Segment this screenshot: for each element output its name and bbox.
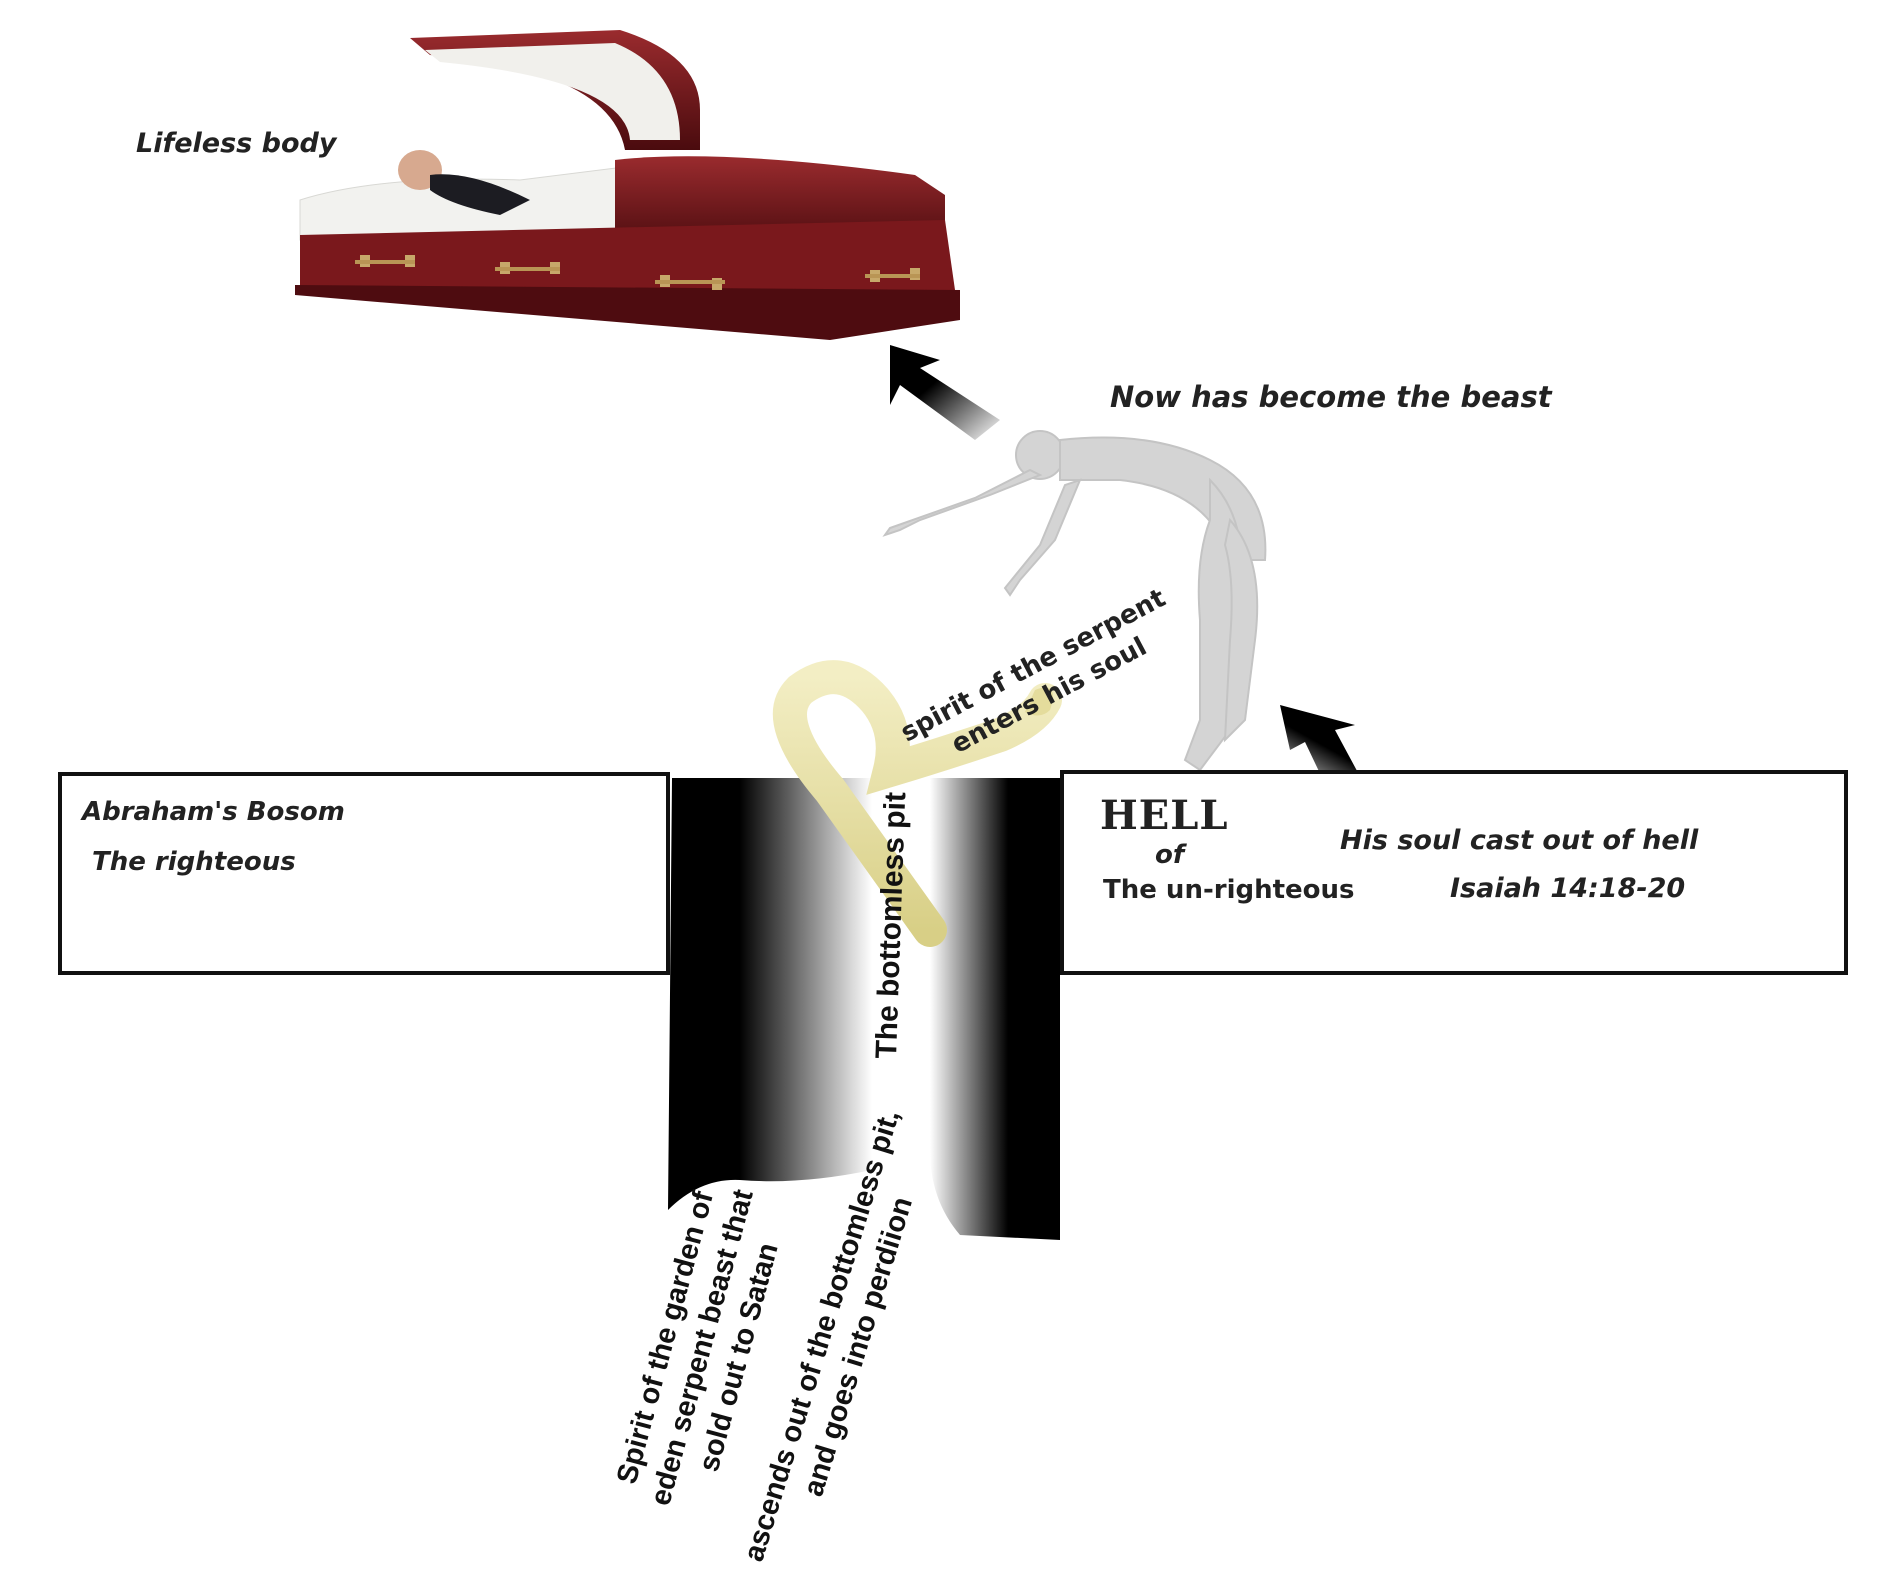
lifeless-body-label: Lifeless body	[136, 128, 337, 159]
unrighteous-label: The un-righteous	[1103, 875, 1355, 905]
casket-image	[295, 30, 960, 340]
soul-cast-out-label: His soul cast out of hell	[1340, 825, 1699, 856]
bottomless-pit	[668, 778, 1060, 1240]
abrahams-bosom-box	[58, 772, 670, 975]
hell-box	[1060, 770, 1848, 975]
now-beast-label: Now has become the beast	[1110, 380, 1552, 414]
serpent-image	[773, 660, 1062, 947]
hell-of-label: of	[1155, 840, 1185, 870]
hell-title: HELL	[1100, 792, 1229, 839]
righteous-label: The righteous	[92, 847, 296, 877]
upward-arrow-to-body	[890, 345, 1000, 440]
isaiah-reference: Isaiah 14:18-20	[1450, 873, 1686, 904]
beast-figure	[882, 430, 1267, 772]
abrahams-bosom-title: Abraham's Bosom	[82, 797, 345, 827]
